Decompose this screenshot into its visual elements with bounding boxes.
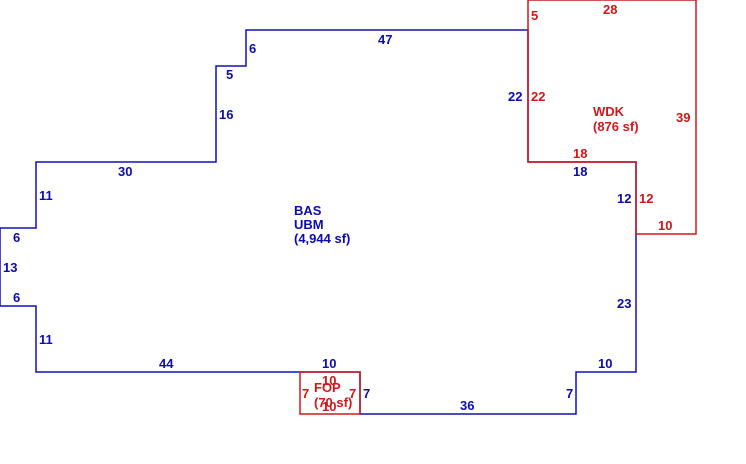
dim-wdk-top: 28 (603, 2, 617, 17)
dim-bas-left-step-wall: 16 (219, 107, 233, 122)
bas-subcode-label: UBM (294, 217, 324, 232)
dim-fop-right: 7 (349, 386, 356, 401)
dim-wdk-bottom-right: 10 (658, 218, 672, 233)
dim-bas-porch-right-wall: 7 (363, 386, 370, 401)
dim-wdk-inner-wall: 12 (639, 191, 653, 206)
dim-bas-left-step-upper: 6 (249, 41, 256, 56)
dim-bas-right-inner-wall: 22 (508, 89, 522, 104)
dim-bas-left-wall-upper: 11 (39, 188, 53, 203)
dim-bas-left-step-mid: 5 (226, 67, 233, 82)
dim-bas-right-wall-lower: 23 (617, 296, 631, 311)
dim-bas-bottom-left-run: 44 (159, 356, 174, 371)
wdk-code-label: WDK (593, 104, 625, 119)
dim-bas-top: 47 (378, 32, 392, 47)
dim-bas-right-wall-upper: 12 (617, 191, 631, 206)
dim-fop-top: 10 (322, 373, 336, 388)
bas-area-label: (4,944 sf) (294, 231, 350, 246)
bas-code-label: BAS (294, 203, 322, 218)
dim-wdk-bottom-left: 18 (573, 146, 587, 161)
dim-fop-bottom: 10 (322, 399, 336, 414)
dim-bas-left-wall-lower: 11 (39, 332, 53, 347)
dim-bas-bump-top: 6 (13, 230, 20, 245)
dim-fop-left: 7 (302, 386, 309, 401)
dim-bas-bottom-run: 36 (460, 398, 474, 413)
fop-outline[interactable] (299, 371, 361, 415)
wdk-area-label: (876 sf) (593, 119, 639, 134)
dim-bas-bump-side: 13 (3, 260, 17, 275)
dim-wdk-right: 39 (676, 110, 690, 125)
dim-bas-right-jog-run: 10 (598, 356, 612, 371)
dim-wdk-left: 22 (531, 89, 545, 104)
dim-bas-porch-opening: 10 (322, 356, 336, 371)
fop-area-label: (70 sf) (314, 395, 352, 410)
dim-bas-bump-bottom: 6 (13, 290, 20, 305)
dim-wdk-left-top: 5 (531, 8, 538, 23)
dim-bas-upper-left-run: 30 (118, 164, 132, 179)
wdk-outline[interactable] (527, 0, 697, 235)
fop-code-label: FOP (314, 380, 341, 395)
dim-bas-right-jog-wall: 7 (566, 386, 573, 401)
dim-bas-right-inner-run: 18 (573, 164, 587, 179)
